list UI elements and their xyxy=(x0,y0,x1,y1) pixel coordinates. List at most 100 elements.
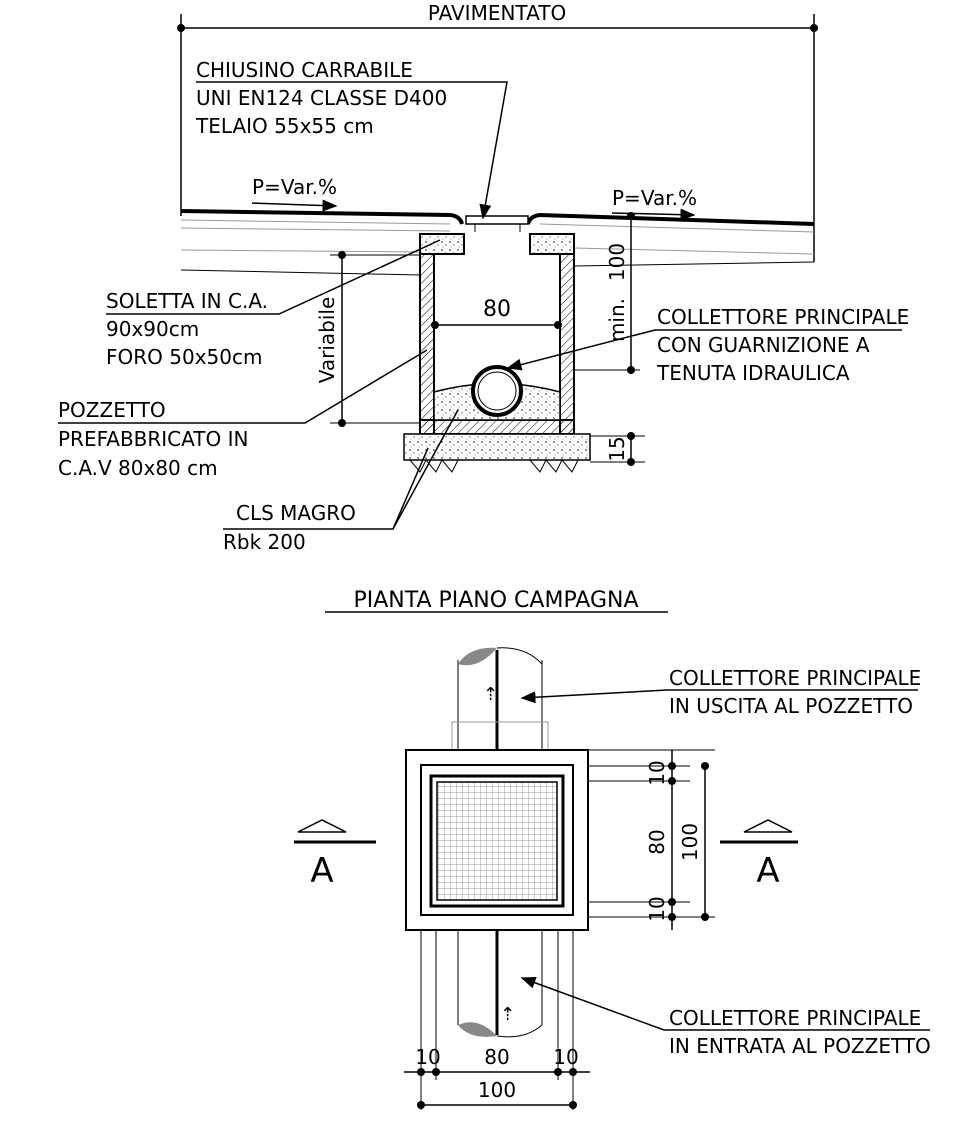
collettore-leader xyxy=(506,329,902,371)
pozzetto-label-2: PREFABBRICATO IN xyxy=(58,427,248,451)
pozzetto-label-1: POZZETTO xyxy=(58,398,166,422)
dim-bottom-10b: 10 xyxy=(553,1045,578,1069)
soletta-label-2: 90x90cm xyxy=(106,317,199,341)
section-mark-letter: A xyxy=(756,851,779,891)
slope-right-arrow xyxy=(611,208,696,221)
collettore-label-3: TENUTA IDRAULICA xyxy=(656,361,850,385)
section-mark-triangle-icon xyxy=(743,819,793,833)
collettore-label-2: CON GUARNIZIONE A xyxy=(657,333,870,357)
dim-dot xyxy=(668,777,676,785)
pipe-out xyxy=(458,655,542,755)
soletta-label-3: FORO 50x50cm xyxy=(106,345,262,369)
cls-label-1: CLS MAGRO xyxy=(236,501,356,525)
entrata-leader xyxy=(520,977,930,1031)
dim-dot xyxy=(701,762,709,770)
soletta-right xyxy=(529,233,575,255)
chiusino-label-2: UNI EN124 CLASSE D400 xyxy=(196,86,447,110)
ground-line-right xyxy=(573,261,815,267)
pavement-left-layer xyxy=(180,227,451,232)
dim-right-10b: 10 xyxy=(645,896,669,921)
section-mark-left: A xyxy=(294,819,376,891)
pipe-out-cut xyxy=(496,647,543,665)
pozzetto-plan-inner xyxy=(420,764,574,916)
pozzetto-bottom xyxy=(419,419,575,435)
pozzetto-wall-right xyxy=(559,253,575,435)
pavement-right xyxy=(526,212,815,226)
pavimentato-label: PAVIMENTATO xyxy=(428,1,566,25)
pozzetto-wall-left xyxy=(419,253,435,435)
dim-dot xyxy=(177,24,185,32)
pavement-right-layer xyxy=(573,247,815,255)
chiusino-cover xyxy=(465,215,529,225)
dim-dot xyxy=(627,432,635,440)
uscita-label-1: COLLETTORE PRINCIPALE xyxy=(669,666,921,690)
chiusino-leader xyxy=(196,81,508,220)
entrata-label-1: COLLETTORE PRINCIPALE xyxy=(669,1006,921,1030)
dim-dot xyxy=(668,898,676,906)
dim-dot xyxy=(417,1068,425,1076)
plan-view: PIANTA PIANO CAMPAGNA ⇡ ⇡ 10 xyxy=(294,588,931,1110)
dim-100-label: 100 xyxy=(605,243,629,281)
dim-min-label: min. xyxy=(605,298,629,342)
section-mark-letter: A xyxy=(310,851,333,891)
dim-dot xyxy=(810,24,818,32)
dim-dot xyxy=(554,1068,562,1076)
pipe-in-cut xyxy=(496,1024,543,1038)
pipe-out-cut xyxy=(458,647,497,666)
uscita-label-2: IN USCITA AL POZZETTO xyxy=(669,694,913,718)
section-view: PAVIMENTATO 80 xyxy=(58,1,909,554)
pipe-section xyxy=(471,365,523,417)
dim-dot xyxy=(569,1068,577,1076)
cls-magro-base xyxy=(403,433,591,461)
pavement-left xyxy=(180,209,464,225)
dim-bottom-10a: 10 xyxy=(415,1045,440,1069)
plan-title: PIANTA PIANO CAMPAGNA xyxy=(353,588,638,613)
dim-variabile-label: Variabile xyxy=(315,297,339,384)
dim-dot xyxy=(338,419,346,427)
dim-dot xyxy=(668,913,676,921)
soletta-left xyxy=(419,233,465,255)
pavement-left-layer xyxy=(180,249,421,253)
pavement-right-layer xyxy=(539,223,815,233)
entrata-label-2: IN ENTRATA AL POZZETTO xyxy=(669,1034,931,1058)
cls-leader-2 xyxy=(392,447,429,530)
flow-arrow-icon: ⇡ xyxy=(500,1004,515,1025)
dim-bottom-80: 80 xyxy=(484,1045,509,1069)
section-mark-triangle-icon xyxy=(297,819,347,833)
dim-dot xyxy=(668,762,676,770)
pipe-in-cut xyxy=(458,1022,497,1037)
dim-dot xyxy=(627,458,635,466)
terrain-hatch xyxy=(409,459,579,473)
dim-right-100: 100 xyxy=(678,823,702,861)
uscita-leader xyxy=(520,689,918,704)
dim-15-label: 15 xyxy=(605,436,629,461)
dim-dot xyxy=(431,321,439,329)
flow-arrow-icon: ⇡ xyxy=(483,684,498,705)
ground-line-left xyxy=(180,269,421,276)
soletta-label-1: SOLETTA IN C.A. xyxy=(106,289,268,313)
grate-frame xyxy=(429,774,565,908)
slope-right-label: P=Var.% xyxy=(612,186,697,210)
chiusino-label-1: CHIUSINO CARRABILE xyxy=(196,58,413,82)
soletta-leader xyxy=(106,239,441,315)
dim-right-10a: 10 xyxy=(645,760,669,785)
cls-label-2: Rbk 200 xyxy=(223,530,306,554)
collettore-label-1: COLLETTORE PRINCIPALE xyxy=(657,305,909,329)
dim-dot xyxy=(701,913,709,921)
dim-dot xyxy=(417,1101,425,1109)
dim-80-label: 80 xyxy=(483,297,511,322)
pozzetto-label-3: C.A.V 80x80 cm xyxy=(58,456,218,480)
pipe-section-inner xyxy=(477,371,517,411)
dim-dot xyxy=(554,321,562,329)
dim-dot xyxy=(338,251,346,259)
chiusino-label-3: TELAIO 55x55 cm xyxy=(195,114,374,138)
dim-dot xyxy=(432,1068,440,1076)
dim-bottom-100: 100 xyxy=(478,1078,516,1102)
dim-dot xyxy=(569,1101,577,1109)
pozzetto-leader xyxy=(58,349,428,424)
pavement-left-layer xyxy=(180,219,451,225)
dim-dot xyxy=(627,366,635,374)
section-mark-right: A xyxy=(720,819,798,891)
grate-icon xyxy=(436,781,558,901)
